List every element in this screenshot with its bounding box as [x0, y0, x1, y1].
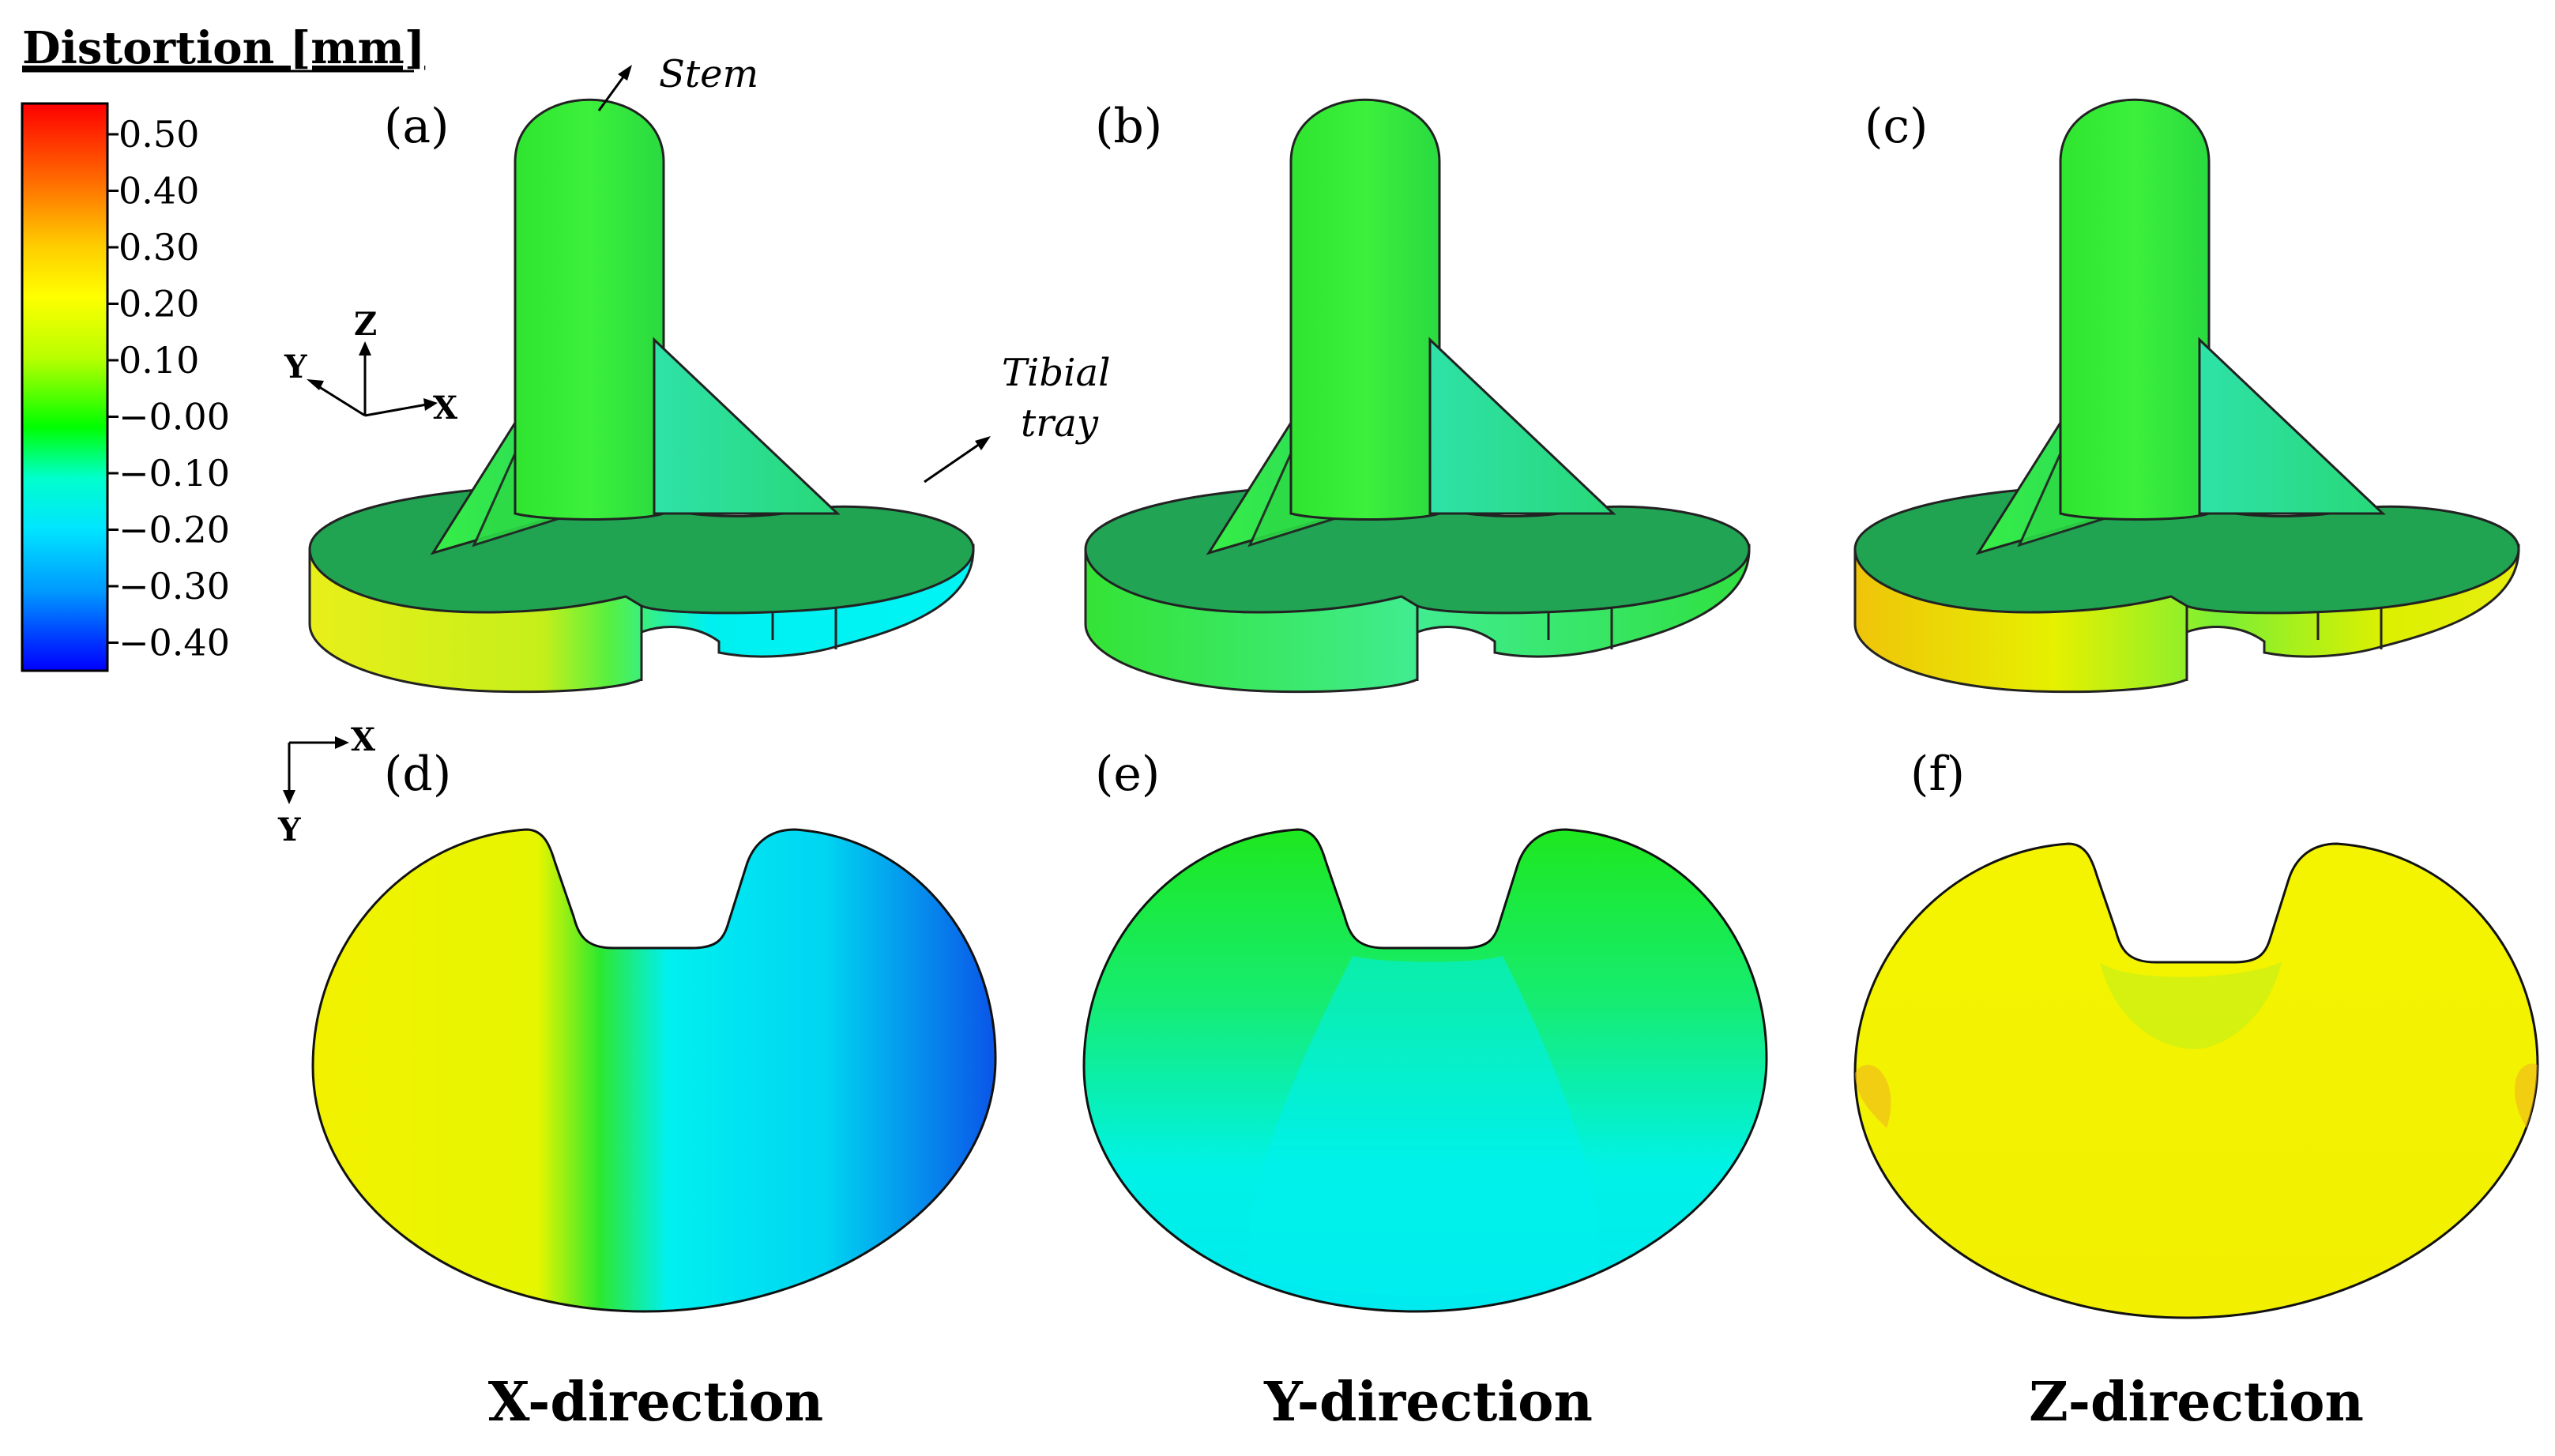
panel-label-e: (e) — [1095, 747, 1160, 802]
stem-annotation: Stem — [659, 52, 758, 96]
colorbar — [21, 102, 109, 672]
stem — [514, 98, 665, 521]
column-title-y: Y-direction — [1263, 1371, 1593, 1434]
colorbar-ticks: 0.50 0.40 0.30 0.20 0.10 −0.00 −0.10 −0.20 −0.30… — [107, 113, 230, 664]
axis-triad-iso: Z Y X — [284, 306, 457, 427]
axis-label-x-top: X — [351, 721, 375, 758]
tray-outline-top — [311, 828, 997, 1313]
column-title-z: Z-direction — [2029, 1371, 2364, 1434]
tray-annotation-line1: Tibial — [1002, 351, 1110, 395]
colorbar-tick-label: 0.10 — [119, 339, 199, 382]
colorbar-tick-label: −0.30 — [119, 565, 230, 608]
panel-f: (f) — [1853, 747, 2539, 1319]
panel-label-d: (d) — [384, 747, 451, 802]
panel-c: (c) — [1853, 98, 2520, 694]
tray-annotation-line2: tray — [1021, 401, 1099, 446]
panel-label-f: (f) — [1910, 747, 1965, 802]
axis-triad-top: X Y — [277, 721, 375, 848]
axis-label-z: Z — [354, 306, 377, 343]
panel-d: (d) — [311, 747, 997, 1313]
stem — [1289, 98, 1441, 521]
stem — [2059, 98, 2211, 521]
fin-right — [653, 337, 841, 515]
tray-outline-top — [1853, 842, 2539, 1319]
colorbar-tick-label: −0.00 — [119, 396, 230, 438]
colorbar-legend: Distortion [mm] 0.50 0.40 0.30 0.20 0.10 −0.0… — [21, 22, 425, 672]
colorbar-tick-label: 0.40 — [119, 170, 199, 213]
colorbar-tick-label: 0.50 — [119, 113, 199, 156]
column-titles: X-direction Y-direction Z-direction — [488, 1371, 2364, 1434]
panel-label-a: (a) — [384, 99, 450, 154]
panel-label-b: (b) — [1095, 99, 1162, 154]
panel-e: (e) — [1082, 747, 1768, 1313]
panel-b: (b) — [1084, 98, 1751, 694]
colorbar-tick-label: −0.20 — [119, 509, 230, 551]
legend-title: Distortion [mm] — [22, 22, 425, 74]
colorbar-tick-label: −0.10 — [119, 452, 230, 495]
column-title-x: X-direction — [488, 1371, 823, 1434]
colorbar-tick-label: −0.40 — [119, 622, 230, 664]
axis-label-y: Y — [284, 348, 307, 386]
axis-label-x: X — [433, 389, 457, 427]
colorbar-tick-label: 0.20 — [119, 283, 199, 325]
panel-label-c: (c) — [1865, 99, 1928, 154]
colorbar-tick-label: 0.30 — [119, 226, 199, 269]
axis-label-y-top: Y — [277, 811, 301, 848]
panel-a: (a) — [308, 98, 975, 694]
annotations: Stem Tibial tray — [597, 52, 1110, 483]
